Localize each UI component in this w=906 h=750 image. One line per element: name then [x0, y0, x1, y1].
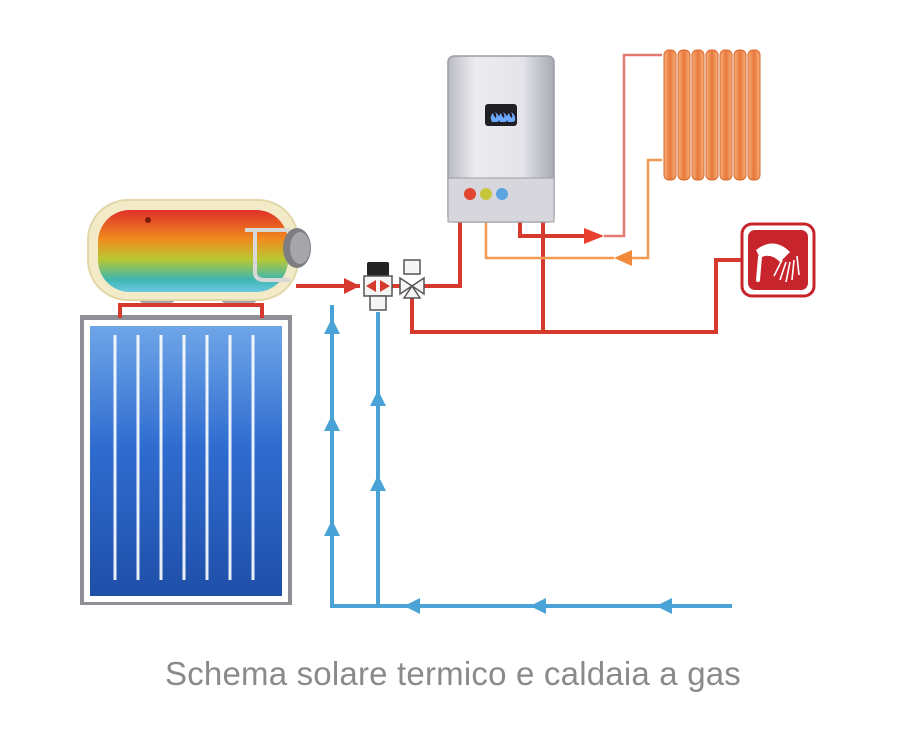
red-indicator-icon — [464, 188, 476, 200]
radiator-supply-arrow — [584, 228, 604, 244]
radiator — [663, 49, 761, 181]
absorber-tubes — [113, 335, 255, 580]
panel-tank-pipe — [118, 303, 264, 318]
solar-boiler-schematic — [80, 49, 816, 614]
hot-water-pipes — [296, 222, 742, 334]
diagram-caption: Schema solare termico e caldaia a gas — [164, 655, 742, 692]
radiator-circuit-pipes — [484, 53, 662, 260]
hot-water-storage-tank — [87, 199, 311, 301]
blue-indicator-icon — [496, 188, 508, 200]
three-way-diverter-valve — [399, 259, 425, 299]
shower-icon — [740, 222, 816, 298]
hot-flow-arrow — [344, 278, 360, 294]
cold-water-pipes — [330, 305, 732, 608]
gas-boiler — [447, 55, 555, 223]
yellow-indicator-icon — [480, 188, 492, 200]
radiator-return-arrow — [614, 250, 632, 266]
solar-collector-panel — [80, 315, 292, 605]
cold-flow-arrows — [324, 318, 672, 614]
flame-display-icon — [485, 104, 517, 126]
thermostatic-mixing-valve — [363, 262, 393, 311]
